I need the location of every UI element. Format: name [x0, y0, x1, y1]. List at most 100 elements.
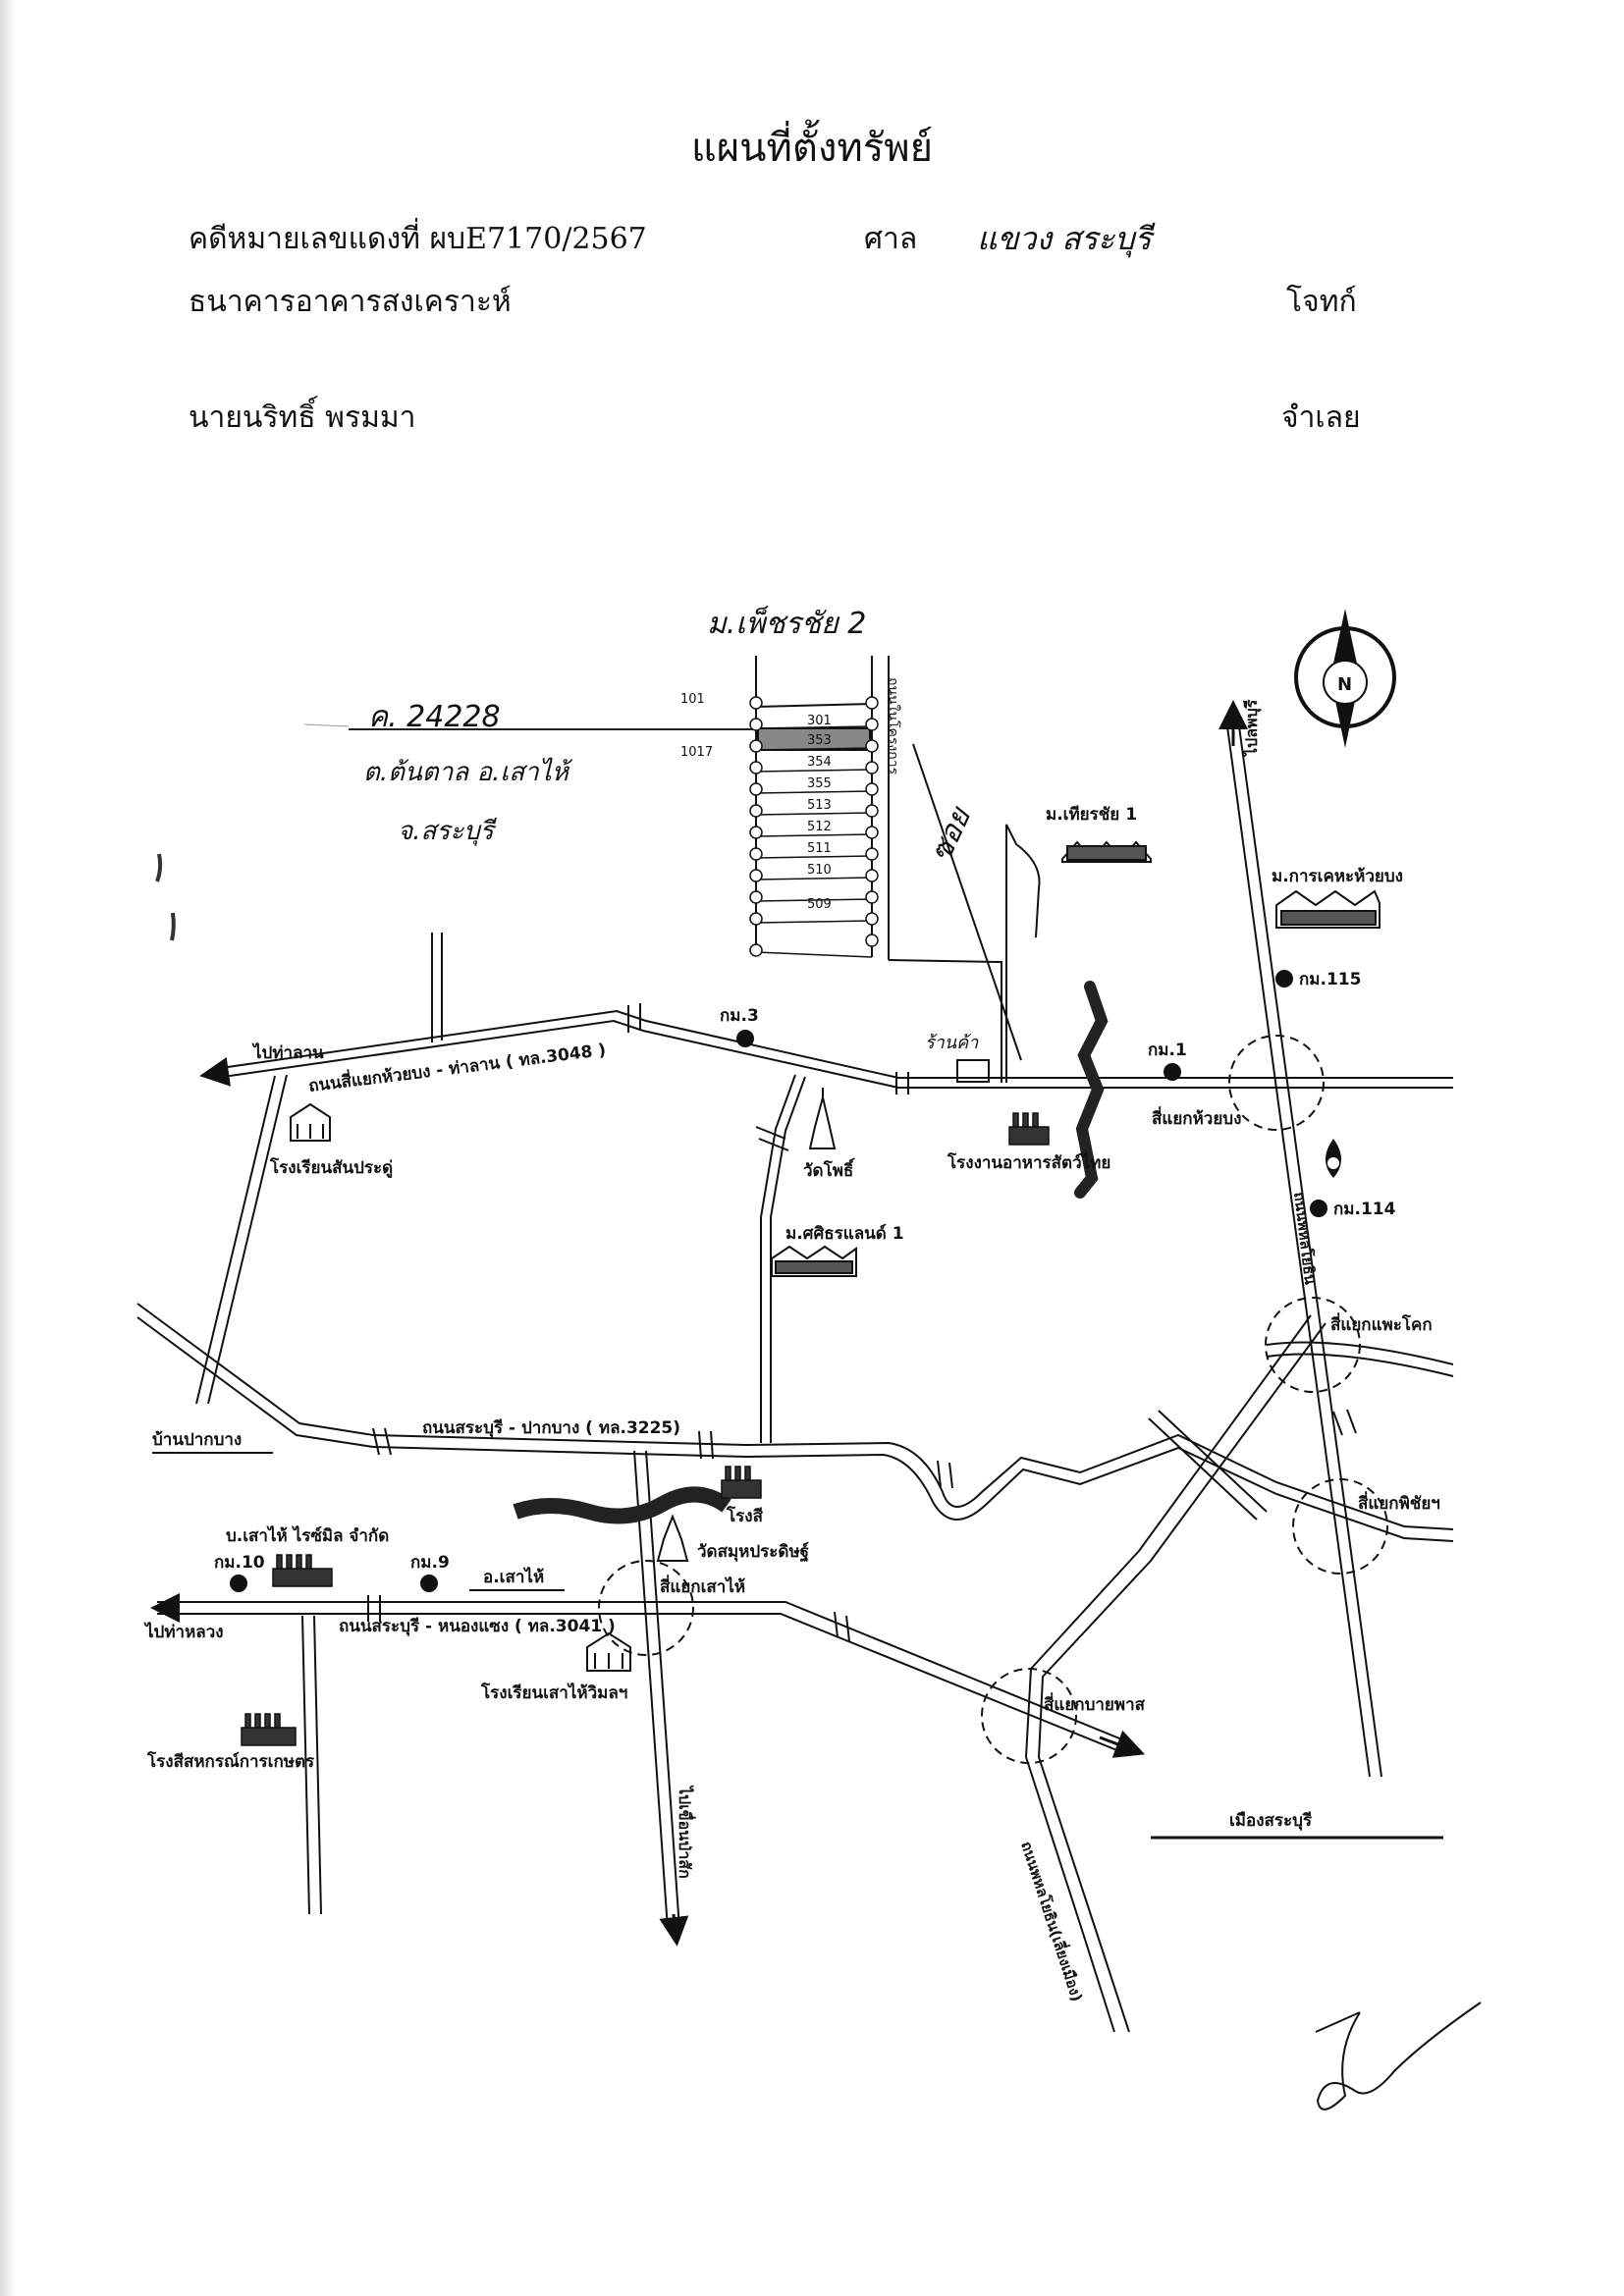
km9-marker [420, 1575, 438, 1592]
signature [1315, 2002, 1482, 2110]
road-3048-edge [220, 1009, 1453, 1079]
subject-plot [757, 727, 871, 751]
temple-icon [808, 1088, 837, 1149]
page-title: แผนที่ตั้งทรัพย์ [690, 126, 934, 171]
plot-number: 355 [807, 776, 832, 791]
intersection-phae-khok [1265, 1297, 1361, 1393]
km1-label: กม.1 [1148, 1041, 1187, 1060]
wat-pho-label: วัดโพธิ์ [803, 1157, 855, 1181]
rice-mill-label: บ.เสาไห้ ไรซ์มิล จำกัด [226, 1525, 389, 1546]
court-name: แขวง สระบุรี [977, 220, 1152, 257]
road-3048 [215, 1019, 1453, 1089]
feed-factory-label: โรงงานอาหารสัตว์ไทย [947, 1152, 1110, 1173]
road-pa-sak-edge [645, 1450, 680, 1930]
km114-marker [1310, 1200, 1327, 1217]
km1-marker [1164, 1063, 1181, 1081]
river-huai-bong [1074, 981, 1109, 1199]
defendant-name: นายนริทธิ์ พรมมา [189, 400, 416, 435]
intersection-huai-bong-label: สี่แยกห้วยบง [1152, 1106, 1241, 1129]
km115-label: กม.115 [1299, 970, 1361, 989]
road-phahonyothin-edge [1238, 725, 1382, 1778]
arrow-pa-sak [659, 1913, 689, 1947]
case-number: คดีหมายเลขแดงที่ ผบE7170/2567 [189, 222, 647, 256]
road-3041-label: ถนนสระบุรี - หนองแซง ( ทล.3041 ) [339, 1616, 616, 1636]
road-bypass [1024, 1314, 1312, 2033]
housing-tian-chai-icon [1061, 840, 1152, 863]
road-sanpradu-edge [207, 1074, 288, 1405]
plot-top-label-1: 101 [680, 692, 705, 707]
to-pa-sak: ไปเขื่อนป่าสัก [676, 1785, 696, 1879]
river-sao-hai [513, 1486, 731, 1524]
road-pa-sak [633, 1450, 669, 1930]
school-icon [290, 1102, 331, 1142]
intersection-huai-bong [1228, 1035, 1325, 1131]
scan-edge [0, 0, 16, 2296]
km9-label: กม.9 [410, 1553, 450, 1573]
plot-number: 512 [807, 820, 832, 834]
road-3225-label: ถนนสระบุรี - ปากบาง ( ทล.3225) [422, 1417, 680, 1438]
subdistrict-handwritten: ต.ต้นตาล อ.เสาไห้ [363, 757, 573, 787]
road-coop [301, 1615, 310, 1915]
plot-number: 353 [807, 733, 832, 748]
road-3225-edge [372, 1446, 1454, 1542]
intersection-phae-khok-label: สี่แยกแพะโคก [1330, 1312, 1433, 1335]
intersection-bypass-label: สี่แยกบายพาส [1044, 1692, 1146, 1715]
soi-road [1005, 824, 1041, 1083]
plot-number: 354 [807, 755, 832, 770]
arrow-bypass [1099, 1730, 1146, 1758]
housing-karn-keha-icon [1275, 889, 1380, 929]
bypass-label: ถนนพหลโยธิน(เลี่ยงเมือง) [1017, 1839, 1088, 2003]
road-3041-edge [157, 1613, 1125, 1754]
gas-station-icon [1326, 1139, 1341, 1178]
plot-number: 513 [807, 798, 832, 813]
road-sanpradu [195, 1075, 276, 1405]
road-3225 [372, 1433, 1454, 1530]
defendant-role: จำเลย [1281, 400, 1361, 435]
mueang-saraburi-label: เมืองสระบุรี [1229, 1810, 1313, 1831]
housing-sri-thorn-icon [771, 1245, 857, 1277]
coop-mill-label: โรงสีสหกรณ์การเกษตร [146, 1751, 315, 1772]
road-coop-edge [313, 1615, 322, 1915]
road-3041 [157, 1601, 1130, 1743]
to-lopburi: ไปลพบุรี [1242, 699, 1262, 758]
plot-number: 509 [807, 897, 832, 912]
km114-label: กม.114 [1333, 1200, 1396, 1219]
karn-keha-label: ม.การเคหะห้วยบง [1272, 867, 1403, 886]
north-letter: N [1337, 674, 1352, 695]
scan-smudge [155, 853, 163, 882]
village-handwritten: ม.เพ็ชรชัย 2 [707, 606, 866, 641]
temple-icon [656, 1514, 689, 1562]
km10-marker [230, 1575, 247, 1592]
plot-diagram: 101 1017 301 353 354 355 513 512 511 510… [680, 656, 901, 960]
factory-icon [721, 1466, 762, 1499]
rong-si-label: โรงสี [726, 1506, 764, 1526]
plot-number: 510 [807, 863, 832, 878]
road-ban-pak-bang-edge [136, 1316, 374, 1448]
amphoe-sao-hai-label: อ.เสาไห้ [483, 1567, 544, 1587]
road-ban-pak-bang [136, 1303, 374, 1436]
province-handwritten: จ.สระบุรี [398, 817, 498, 846]
plot-top-label-2: 1017 [680, 745, 713, 760]
road-phahonyothin [1226, 725, 1371, 1778]
km10-label: กม.10 [214, 1553, 265, 1573]
wat-samut-label: วัดสมุหประดิษฐ์ [697, 1541, 809, 1563]
sri-thorn-label: ม.ศศิธรแลนด์ 1 [785, 1223, 904, 1244]
factory-icon [241, 1713, 297, 1746]
shop-icon [956, 1059, 990, 1083]
km3-marker [736, 1030, 754, 1047]
tian-chai-label: ม.เทียรชัย 1 [1046, 804, 1137, 825]
to-tha-lan: ไปท่าลาน [251, 1042, 324, 1063]
school-sao-hai-label: โรงเรียนเสาไห้วิมลฯ [480, 1682, 627, 1703]
to-tha-luang: ไปท่าหลวง [143, 1622, 224, 1642]
road-bypass-edge [1037, 1322, 1326, 2033]
road-3048-label: ถนนสี่แยกห้วยบง - ท่าลาน ( ทล.3048 ) [307, 1038, 607, 1096]
road-wat-pho-edge [770, 1076, 806, 1443]
school-icon [586, 1631, 631, 1672]
court-label: ศาล [864, 222, 918, 256]
scan-smudge [170, 912, 176, 941]
ban-pak-bang-label: บ้านปากบาง [152, 1430, 242, 1450]
intersection-bypass [981, 1668, 1077, 1764]
intersection-phichai [1292, 1478, 1388, 1575]
road-wat-pho [760, 1074, 796, 1443]
road-phae-khok [1266, 1341, 1454, 1365]
